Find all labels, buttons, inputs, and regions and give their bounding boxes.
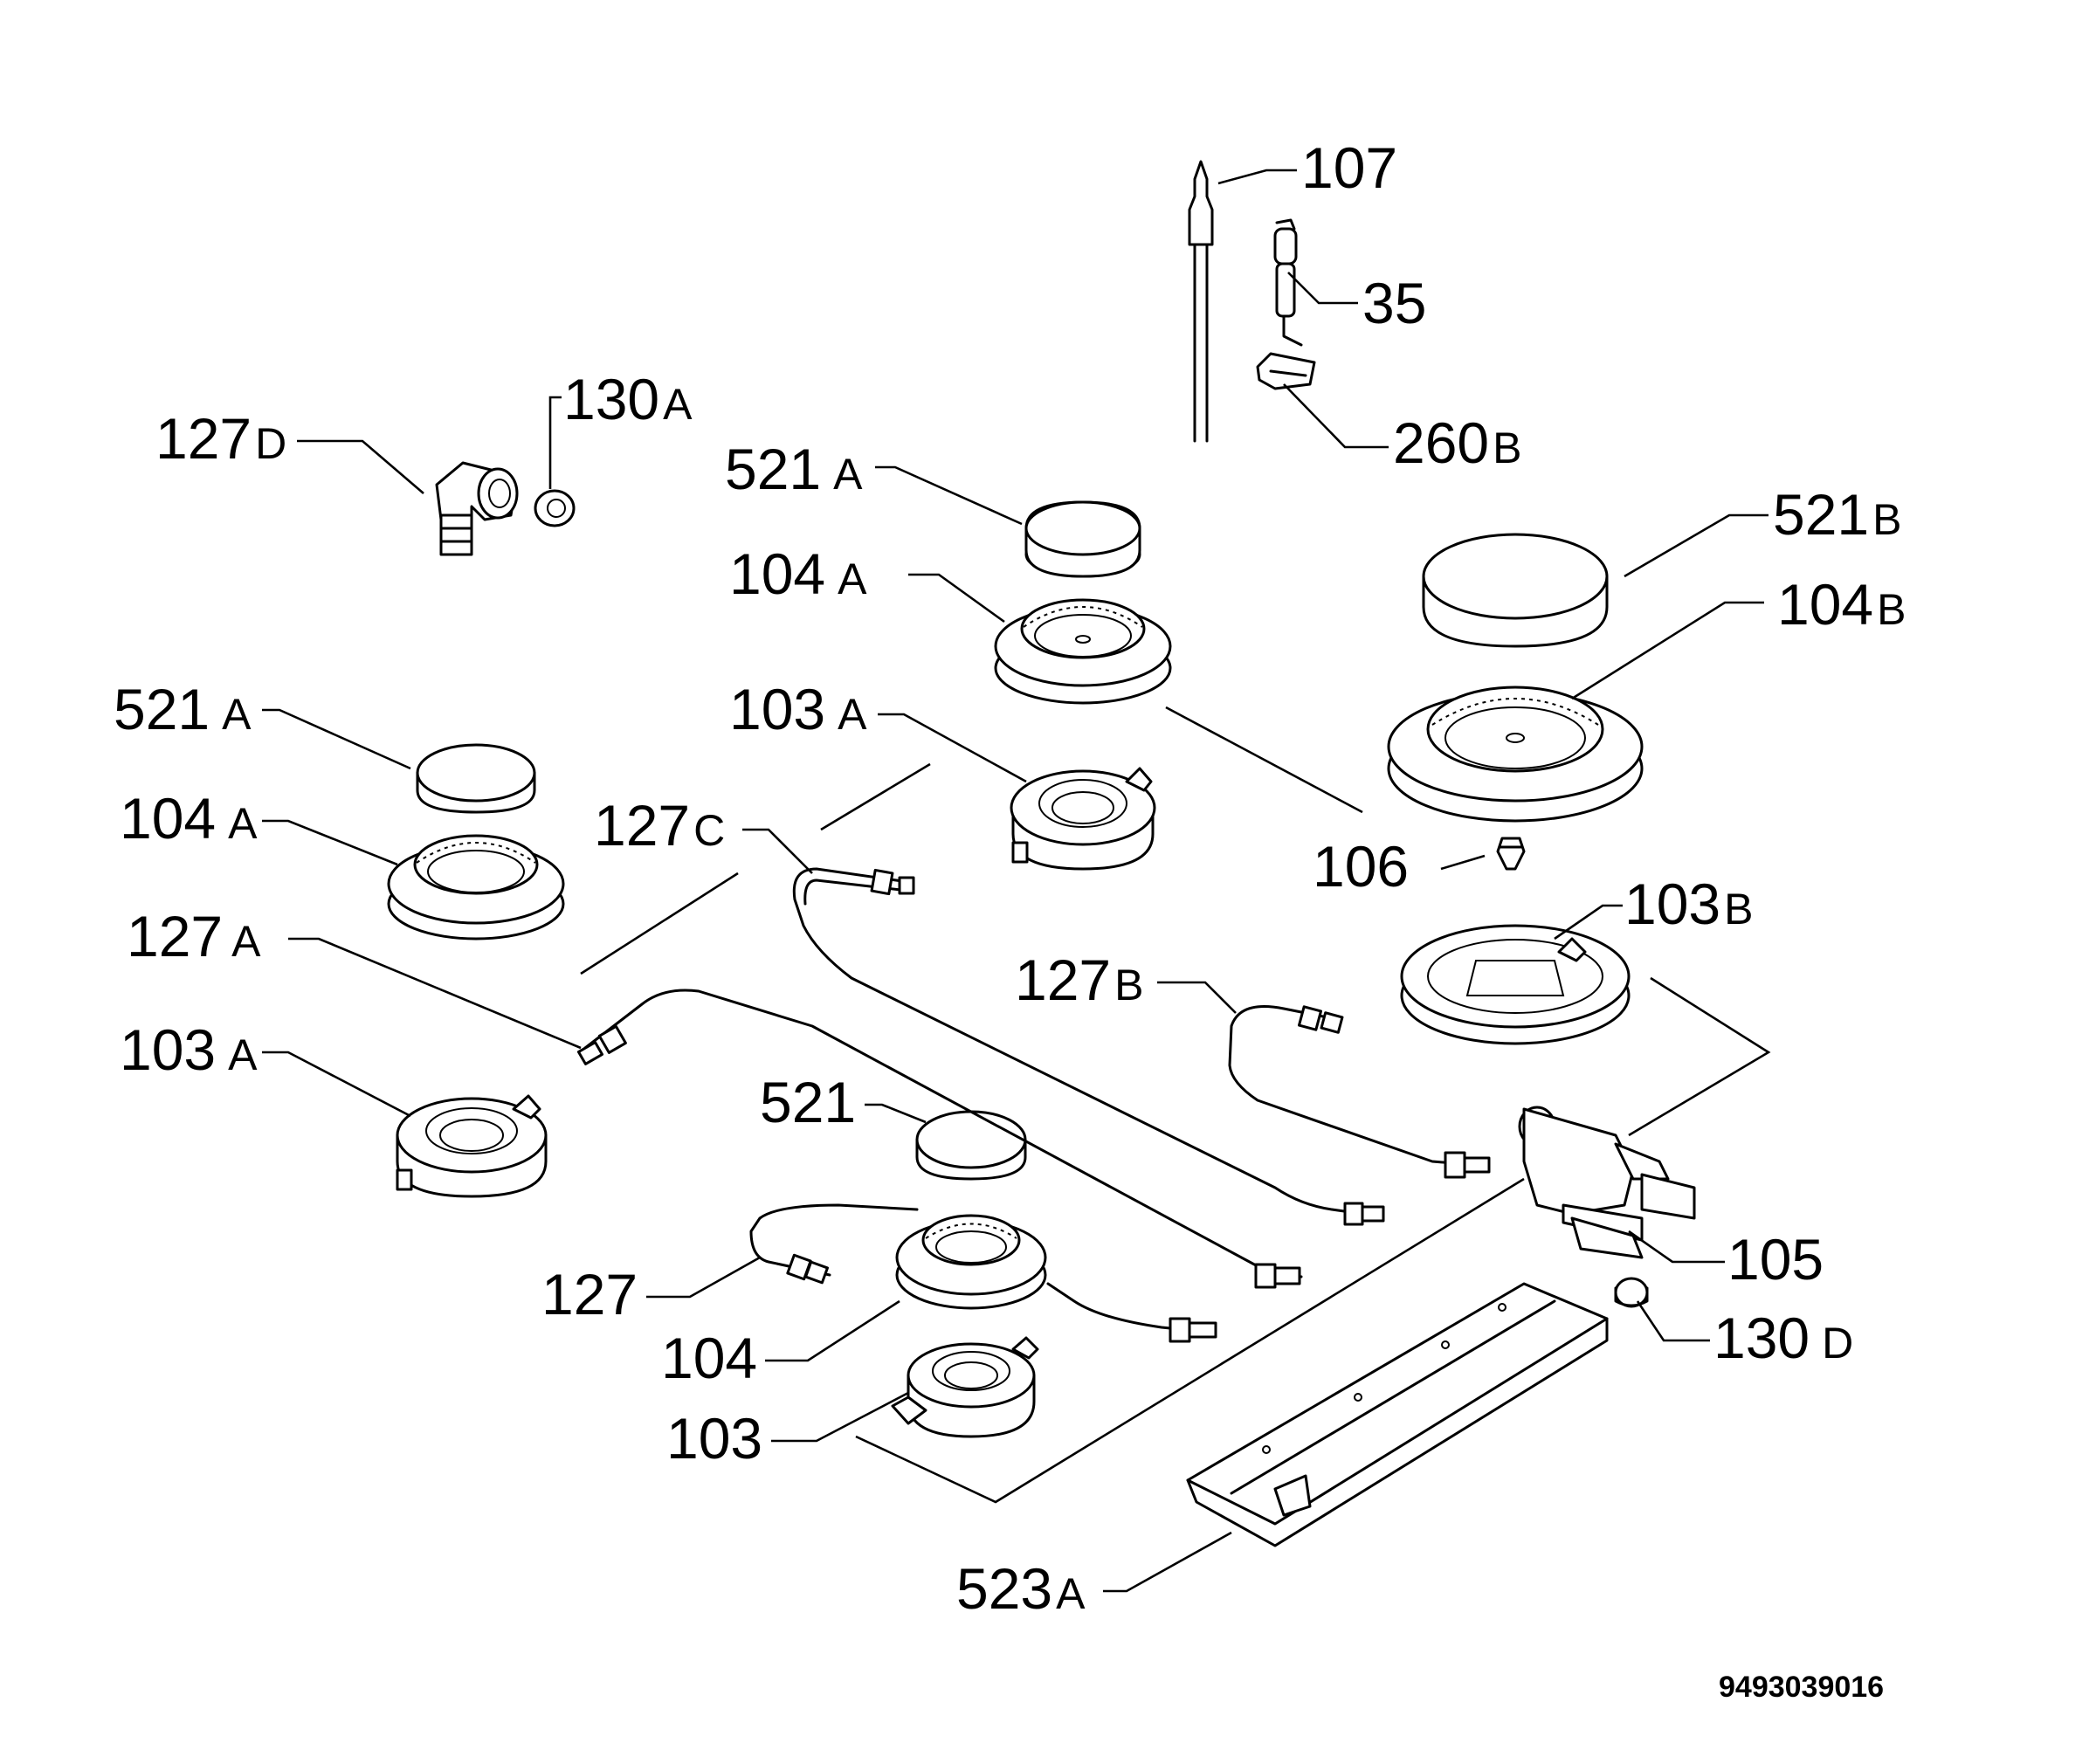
part-burner-crown-104: [895, 1214, 1047, 1310]
svg-text:260B: 260B: [1393, 410, 1521, 475]
svg-text:104: 104: [661, 1326, 757, 1390]
svg-text:106: 106: [1313, 834, 1409, 899]
part-gas-tap: [1518, 1106, 1696, 1259]
part-bracket-rail: [1186, 1282, 1609, 1547]
callout-107: 107: [1301, 135, 1397, 200]
part-burner-base-103b: [1400, 924, 1631, 1045]
part-burner-cap-521b: [1422, 533, 1609, 648]
callout-523a: 523A: [956, 1556, 1086, 1621]
svg-text:107: 107: [1301, 135, 1397, 200]
part-burner-crown-104a-left: [387, 834, 565, 941]
part-injector: [1496, 837, 1526, 871]
svg-text:105: 105: [1727, 1227, 1824, 1292]
svg-text:35: 35: [1362, 271, 1426, 335]
part-burner-base-103a-top: [1010, 767, 1156, 871]
svg-text:521: 521: [760, 1070, 856, 1134]
svg-text:103: 103: [666, 1406, 762, 1471]
part-burner-cap-521a-left: [416, 743, 536, 814]
leader-lines: [262, 169, 1768, 1593]
callout-521: 521: [760, 1070, 856, 1134]
callout-127c: 127C: [594, 793, 725, 858]
callout-103b: 103B: [1624, 872, 1753, 936]
callout-127: 127: [541, 1262, 638, 1326]
callout-260b: 260B: [1393, 410, 1521, 475]
svg-text:523A: 523A: [956, 1556, 1086, 1621]
svg-text:521B: 521B: [1773, 482, 1901, 547]
part-burner-base-103: [891, 1336, 1039, 1438]
part-elbow-connector: [435, 461, 519, 556]
part-burner-crown-104b: [1387, 686, 1644, 823]
part-gas-pipes: [576, 867, 1491, 1343]
svg-text:104B: 104B: [1777, 572, 1906, 637]
part-nut-130a: [534, 489, 576, 527]
part-burner-cap-521a-top: [1024, 500, 1141, 578]
svg-text:127B: 127B: [1015, 947, 1143, 1012]
callout-127b: 127B: [1015, 947, 1143, 1012]
part-thermocouple: [1188, 160, 1214, 443]
callout-103: 103: [666, 1406, 762, 1471]
part-burner-crown-104a-top: [994, 598, 1172, 705]
svg-text:127: 127: [541, 1262, 638, 1326]
part-burner-cap-521: [915, 1110, 1027, 1181]
svg-text:127C: 127C: [594, 793, 725, 858]
part-burner-base-103a-left: [396, 1094, 548, 1198]
callout-105: 105: [1727, 1227, 1824, 1292]
svg-text:103B: 103B: [1624, 872, 1753, 936]
part-clip: [1256, 352, 1316, 390]
callout-35: 35: [1362, 271, 1426, 335]
drawing-number: 9493039016: [1719, 1671, 1884, 1704]
assembly-lines: [580, 706, 1771, 1504]
callout-521b: 521B: [1773, 482, 1901, 547]
callout-127d: 127D: [155, 406, 286, 471]
svg-text:130A: 130A: [563, 367, 693, 431]
part-nut-130d: [1614, 1277, 1649, 1308]
svg-text:127D: 127D: [155, 406, 286, 471]
part-ignition-electrode: [1273, 218, 1303, 347]
callout-106: 106: [1313, 834, 1409, 899]
callout-130a: 130A: [563, 367, 693, 431]
callout-104: 104: [661, 1326, 757, 1390]
callout-104b: 104B: [1777, 572, 1906, 637]
